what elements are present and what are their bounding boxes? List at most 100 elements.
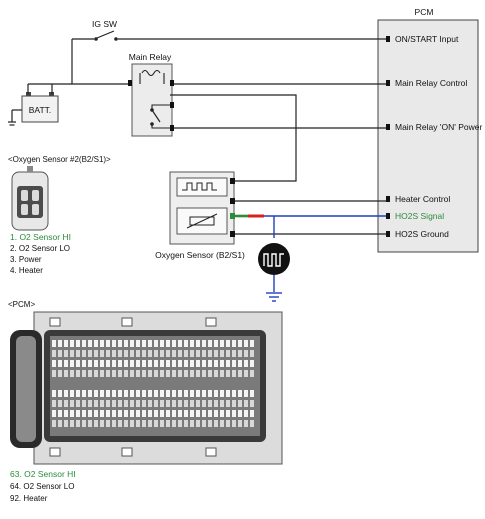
pcm-box <box>377 19 479 253</box>
pcm-connector-pin <box>88 390 92 397</box>
pcm-connector-pin <box>178 360 182 367</box>
pcm-connector-pin <box>166 340 170 347</box>
pcm-connector-pin <box>76 360 80 367</box>
pcm-connector-pin <box>214 410 218 417</box>
ground-icon <box>266 292 282 302</box>
pcm-connector-pin <box>244 340 248 347</box>
pcm-connector-pin <box>196 390 200 397</box>
svg-text:Main Relay 'ON' Power: Main Relay 'ON' Power <box>395 122 482 132</box>
pcm-connector-pin <box>154 390 158 397</box>
pcm-connector-pin <box>148 410 152 417</box>
pcm-connector-pin <box>190 390 194 397</box>
pcm-connector-pin <box>226 370 230 377</box>
pcm-connector-pin <box>58 340 62 347</box>
pcm-connector-pin <box>238 350 242 357</box>
pcm-connector-pin <box>100 360 104 367</box>
ig-sw-label: IG SW <box>92 19 117 29</box>
pcm-connector-pin <box>52 400 56 407</box>
pcm-connector-pin <box>160 350 164 357</box>
pcm-connector-pin <box>154 420 158 427</box>
pcm-connector-pin <box>244 390 248 397</box>
pcm-connector-pin <box>82 390 86 397</box>
pcm-connector-pin <box>250 410 254 417</box>
pcm-connector-pin <box>214 400 218 407</box>
pcm-connector-pin <box>64 420 68 427</box>
pcm-connector-pin <box>208 370 212 377</box>
pcm-connector-pin <box>214 420 218 427</box>
pcm-connector-pin <box>58 410 62 417</box>
pcm-connector-pin <box>160 410 164 417</box>
pcm-connector-pin-grid <box>52 340 254 427</box>
pcm-connector-pin <box>238 340 242 347</box>
pcm-connector-pin <box>214 350 218 357</box>
pcm-connector-pin <box>88 360 92 367</box>
pcm-connector-pin <box>130 370 134 377</box>
pcm-connector-pin <box>160 400 164 407</box>
pcm-connector-pin <box>136 370 140 377</box>
connector-title: <Oxygen Sensor #2(B2/S1)> <box>8 155 111 164</box>
pcm-connector-pin <box>58 420 62 427</box>
pcm-connector-pin <box>172 340 176 347</box>
pcm-connector-pin <box>58 370 62 377</box>
pcm-connector-pin <box>70 340 74 347</box>
pcm-connector-pin <box>226 420 230 427</box>
pcm-connector-pin <box>220 370 224 377</box>
pcm-connector-pin <box>70 350 74 357</box>
pcm-connector-pin <box>70 370 74 377</box>
pcm-connector-pin <box>154 410 158 417</box>
pcm-connector-pin <box>244 350 248 357</box>
pcm-connector-pin <box>232 370 236 377</box>
pcm-connector-pin <box>64 410 68 417</box>
pcm-connector-pin <box>202 360 206 367</box>
pcm-connector-pin <box>226 400 230 407</box>
pcm-connector-pin <box>172 420 176 427</box>
pcm-connector-pin <box>184 360 188 367</box>
pcm-connector-pin <box>226 390 230 397</box>
pcm-connector-pin <box>238 370 242 377</box>
pcm-connector-pin <box>52 390 56 397</box>
pcm-connector-pin <box>244 400 248 407</box>
pcm-connector-pin <box>136 340 140 347</box>
pcm-connector-pin <box>88 400 92 407</box>
pcm-connector-pin <box>76 370 80 377</box>
pcm-connector-pin <box>220 400 224 407</box>
pcm-connector-pin <box>196 350 200 357</box>
wire-batt-to-relay <box>71 39 130 85</box>
pcm-connector-pin <box>202 420 206 427</box>
pcm-connector-pin <box>142 410 146 417</box>
pcm-connector-pin <box>250 340 254 347</box>
pcm-connector-pin <box>76 340 80 347</box>
pcm-connector-pin <box>130 390 134 397</box>
pcm-connector-pin <box>250 350 254 357</box>
pcm-connector-pin <box>70 420 74 427</box>
pcm-connector-pin <box>106 350 110 357</box>
pcm-connector-pin <box>196 360 200 367</box>
pcm-connector-pin <box>250 360 254 367</box>
pcm-connector-pin <box>172 360 176 367</box>
pcm-connector-pin <box>52 350 56 357</box>
pcm-connector-pin <box>232 400 236 407</box>
pcm-connector-pin <box>64 340 68 347</box>
pcm-pin-main-relay-control: Main Relay Control <box>386 78 467 88</box>
pcm-connector-pin <box>148 420 152 427</box>
pcm-connector-pin <box>94 410 98 417</box>
pcm-connector-pin <box>196 410 200 417</box>
pcm-connector-pin <box>76 400 80 407</box>
pcm-connector-pin <box>238 360 242 367</box>
pcm-connector-pin <box>172 390 176 397</box>
pcm-connector-pin <box>64 400 68 407</box>
pcm-connector-pin <box>172 370 176 377</box>
pcm-connector-pin <box>196 370 200 377</box>
pcm-connector-pin <box>202 370 206 377</box>
pcm-connector-pin <box>64 350 68 357</box>
pcm-connector-pin <box>142 390 146 397</box>
pcm-connector-pin <box>142 350 146 357</box>
pcm-connector-pin <box>148 340 152 347</box>
pcm-connector-pin <box>88 410 92 417</box>
pcm-connector-pin <box>190 370 194 377</box>
pcm-connector-pin <box>82 420 86 427</box>
pcm-connector-pin <box>184 370 188 377</box>
pcm-connector-pin <box>178 390 182 397</box>
pcm-connector-pin <box>52 410 56 417</box>
